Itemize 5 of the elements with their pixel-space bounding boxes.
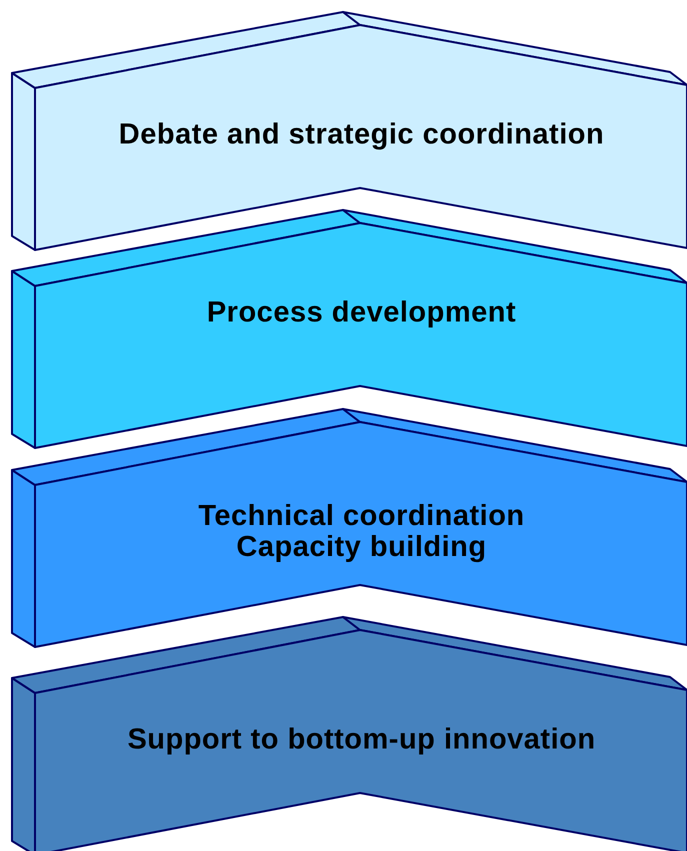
band-label: Support to bottom-up innovation <box>127 724 596 756</box>
band-label: Capacity building <box>236 532 487 563</box>
band-label: Debate and strategic coordination <box>118 120 604 150</box>
band-label: Process development <box>206 298 516 328</box>
band-label: Technical coordination <box>198 501 525 532</box>
